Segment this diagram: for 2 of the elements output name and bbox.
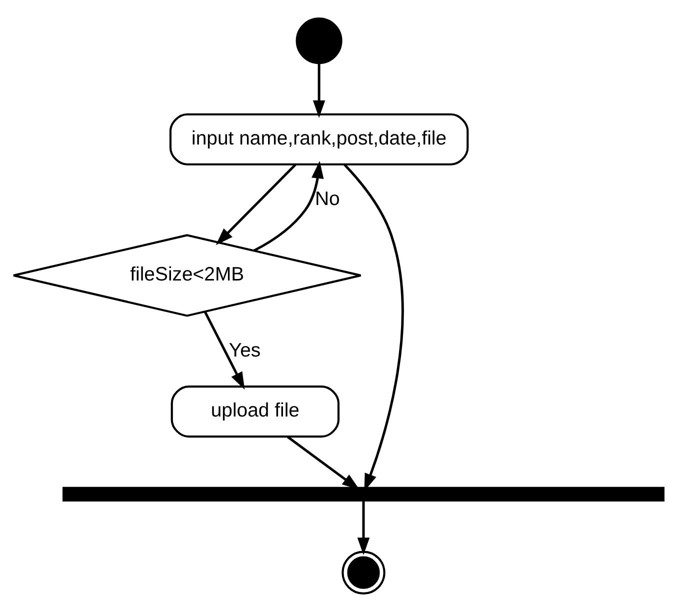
edge-label: Yes bbox=[228, 339, 261, 362]
edge-label: No bbox=[314, 188, 340, 210]
